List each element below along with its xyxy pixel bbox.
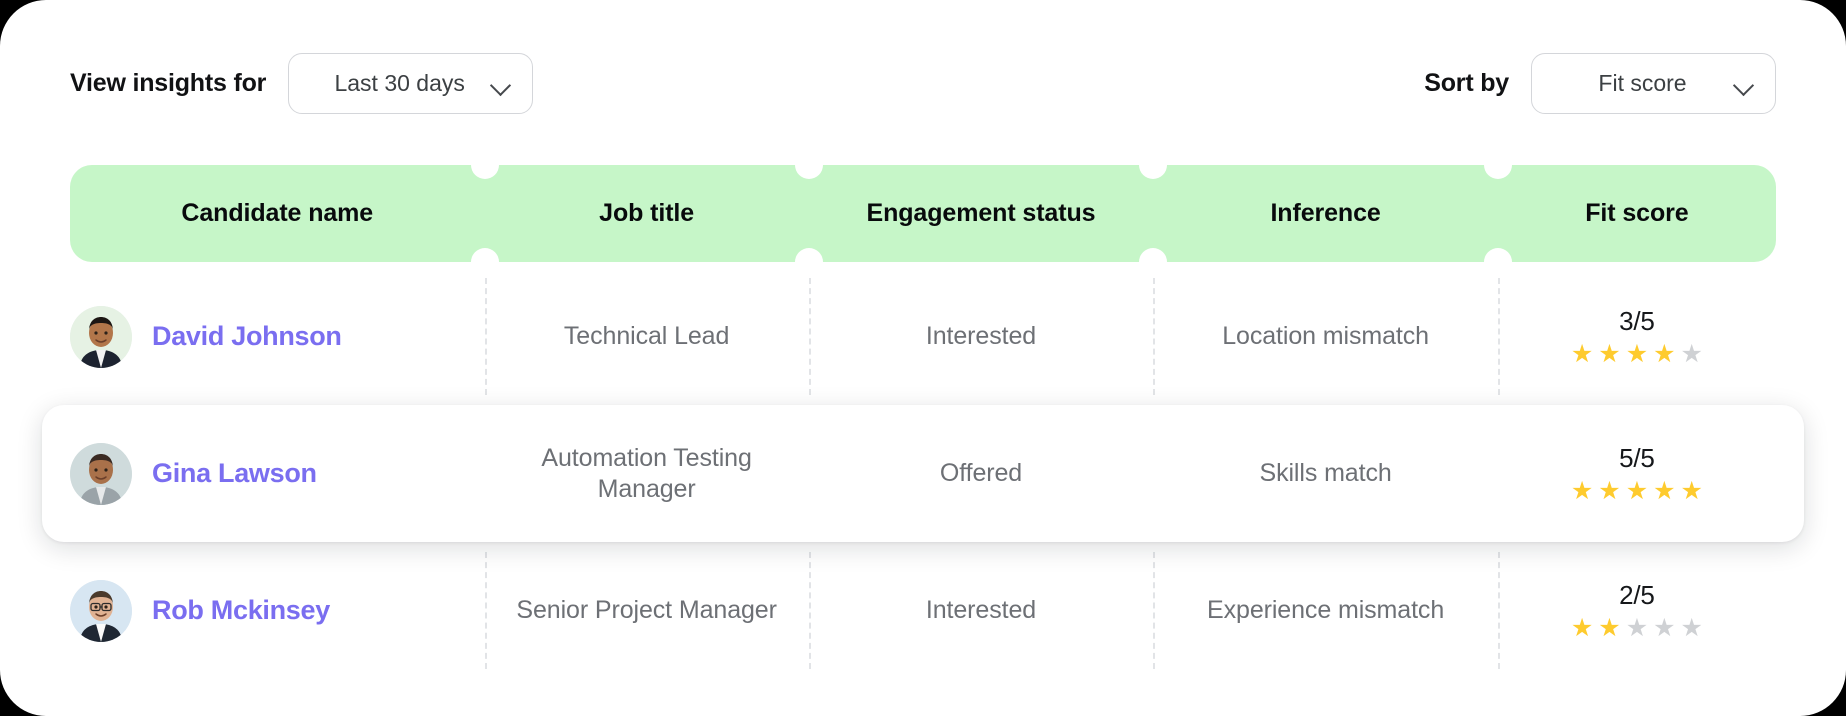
star-rating: ★★★★★: [1571, 342, 1703, 367]
period-filter-group: View insights for Last 30 days: [70, 52, 534, 114]
cell-job-title: Senior Project Manager: [484, 542, 809, 679]
cell-inference: Experience mismatch: [1153, 542, 1498, 679]
cell-candidate-name: Rob Mckinsey: [70, 542, 485, 679]
cell-candidate-name: David Johnson: [70, 268, 485, 405]
star-icon: ★: [1653, 340, 1676, 368]
column-header-inference[interactable]: Inference: [1139, 164, 1498, 263]
star-icon: ★: [1570, 477, 1594, 505]
star-icon: ★: [1680, 614, 1703, 642]
cell-fit-score: 3/5 ★★★★★: [1497, 268, 1776, 405]
chevron-down-icon: [490, 74, 512, 97]
column-header-engagement-status[interactable]: Engagement status: [794, 164, 1154, 263]
fit-score-value: 3/5: [1619, 306, 1655, 336]
star-icon: ★: [1653, 614, 1676, 642]
job-title-text: Senior Project Manager: [516, 596, 777, 625]
sort-by-label: Sort by: [1424, 68, 1509, 97]
cell-job-title: Automation Testing Manager: [485, 405, 809, 542]
column-header-candidate-name[interactable]: Candidate name: [181, 199, 374, 227]
chevron-down-icon: [1732, 74, 1755, 97]
star-rating: ★★★★★: [1571, 479, 1703, 504]
table-body: David Johnson Technical Lead Interested …: [42, 262, 1804, 679]
inference-text: Skills match: [1259, 459, 1392, 488]
inference-text: Experience mismatch: [1207, 596, 1445, 625]
cell-job-title: Technical Lead: [484, 268, 809, 405]
cell-engagement-status: Offered: [809, 405, 1154, 542]
candidate-name-link[interactable]: Gina Lawson: [152, 458, 317, 488]
sort-select-value: Fit score: [1598, 69, 1687, 96]
cell-fit-score: 2/5 ★★★★★: [1497, 542, 1776, 679]
star-icon: ★: [1625, 477, 1649, 505]
fit-score-rating: 3/5 ★★★★★: [1571, 306, 1703, 367]
star-rating: ★★★★★: [1571, 616, 1703, 641]
table-row[interactable]: Rob Mckinsey Senior Project Manager Inte…: [70, 542, 1776, 679]
star-icon: ★: [1625, 340, 1649, 368]
table-row[interactable]: Gina Lawson Automation Testing Manager O…: [42, 405, 1804, 542]
star-icon: ★: [1653, 477, 1676, 505]
avatar-rob-mckinsey: [70, 579, 132, 642]
candidate-name-link[interactable]: David Johnson: [152, 321, 342, 351]
candidates-table: Candidate name Job title Engagement stat…: [42, 164, 1804, 679]
cell-inference: Location mismatch: [1153, 268, 1498, 405]
column-header-job-title[interactable]: Job title: [470, 164, 809, 263]
view-insights-label: View insights for: [70, 68, 267, 97]
candidate-name-link[interactable]: Rob Mckinsey: [152, 595, 330, 625]
star-icon: ★: [1598, 614, 1621, 642]
sort-group: Sort by Fit score: [1424, 52, 1776, 114]
cell-engagement-status: Interested: [808, 542, 1154, 679]
engagement-status-text: Interested: [925, 596, 1037, 625]
table-header-row: Candidate name Job title Engagement stat…: [70, 164, 1776, 263]
star-icon: ★: [1625, 614, 1649, 642]
cell-fit-score: 5/5 ★★★★★: [1498, 405, 1776, 542]
fit-score-rating: 2/5 ★★★★★: [1571, 580, 1703, 641]
cell-candidate-name: Gina Lawson: [70, 405, 485, 542]
job-title-text: Technical Lead: [563, 322, 730, 351]
period-select-value: Last 30 days: [334, 69, 465, 96]
star-icon: ★: [1680, 340, 1703, 368]
star-icon: ★: [1680, 477, 1703, 505]
fit-score-value: 5/5: [1619, 443, 1655, 473]
cell-engagement-status: Interested: [808, 268, 1154, 405]
job-title-text: Automation Testing Manager: [541, 444, 752, 503]
inference-text: Location mismatch: [1222, 322, 1429, 351]
column-header-fit-score[interactable]: Fit score: [1483, 164, 1776, 263]
engagement-status-text: Interested: [925, 322, 1037, 351]
engagement-status-text: Offered: [939, 459, 1023, 488]
star-icon: ★: [1570, 614, 1594, 642]
period-select[interactable]: Last 30 days: [288, 52, 534, 114]
table-row[interactable]: David Johnson Technical Lead Interested …: [70, 268, 1776, 405]
fit-score-value: 2/5: [1619, 580, 1655, 610]
insights-toolbar: View insights for Last 30 days Sort by F…: [70, 52, 1776, 114]
avatar-gina-lawson: [70, 442, 132, 505]
star-icon: ★: [1570, 340, 1594, 368]
sort-select[interactable]: Fit score: [1531, 52, 1776, 114]
star-icon: ★: [1598, 477, 1621, 505]
star-icon: ★: [1598, 340, 1621, 368]
cell-inference: Skills match: [1153, 405, 1498, 542]
fit-score-rating: 5/5 ★★★★★: [1571, 443, 1703, 504]
avatar-david-johnson: [70, 305, 132, 368]
